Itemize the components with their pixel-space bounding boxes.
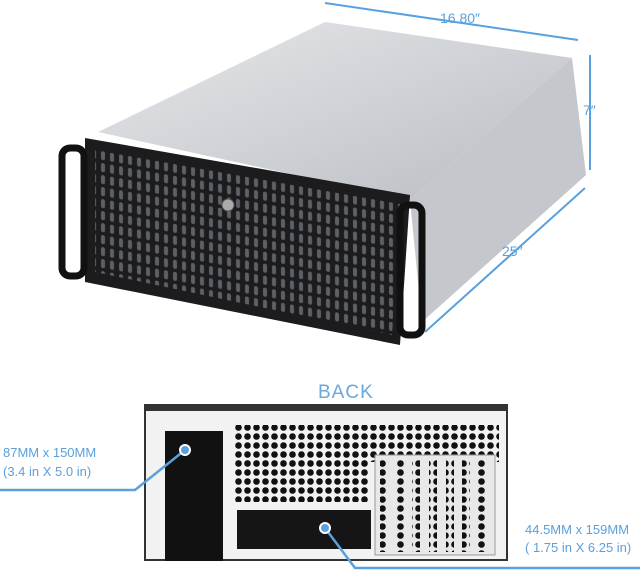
depth-label: 25″ xyxy=(502,243,523,259)
back-title: BACK xyxy=(318,382,374,403)
drive-opening xyxy=(237,510,371,549)
dimension-lines xyxy=(324,2,591,333)
drive-imperial-label: ( 1.75 in X 6.25 in) xyxy=(525,540,632,555)
chassis-side xyxy=(410,58,586,322)
psu-imperial-label: (3.4 in X 5.0 in) xyxy=(3,464,92,479)
left-handle xyxy=(58,144,88,280)
lock-icon xyxy=(221,198,235,212)
chassis-back-view xyxy=(144,404,508,561)
callout-lines xyxy=(0,449,640,570)
width-label: 16.80″ xyxy=(440,10,480,26)
callout-dot xyxy=(319,522,331,534)
psu-opening xyxy=(165,431,223,561)
expansion-slots xyxy=(374,454,496,556)
chassis-front-view xyxy=(58,22,586,345)
drive-metric-label: 44.5MM x 159MM xyxy=(525,522,630,537)
psu-metric-label: 87MM x 150MM xyxy=(3,445,97,460)
callout-dot xyxy=(179,444,191,456)
right-handle xyxy=(396,201,426,339)
chassis-top xyxy=(98,22,572,200)
height-label: 7″ xyxy=(583,102,596,118)
